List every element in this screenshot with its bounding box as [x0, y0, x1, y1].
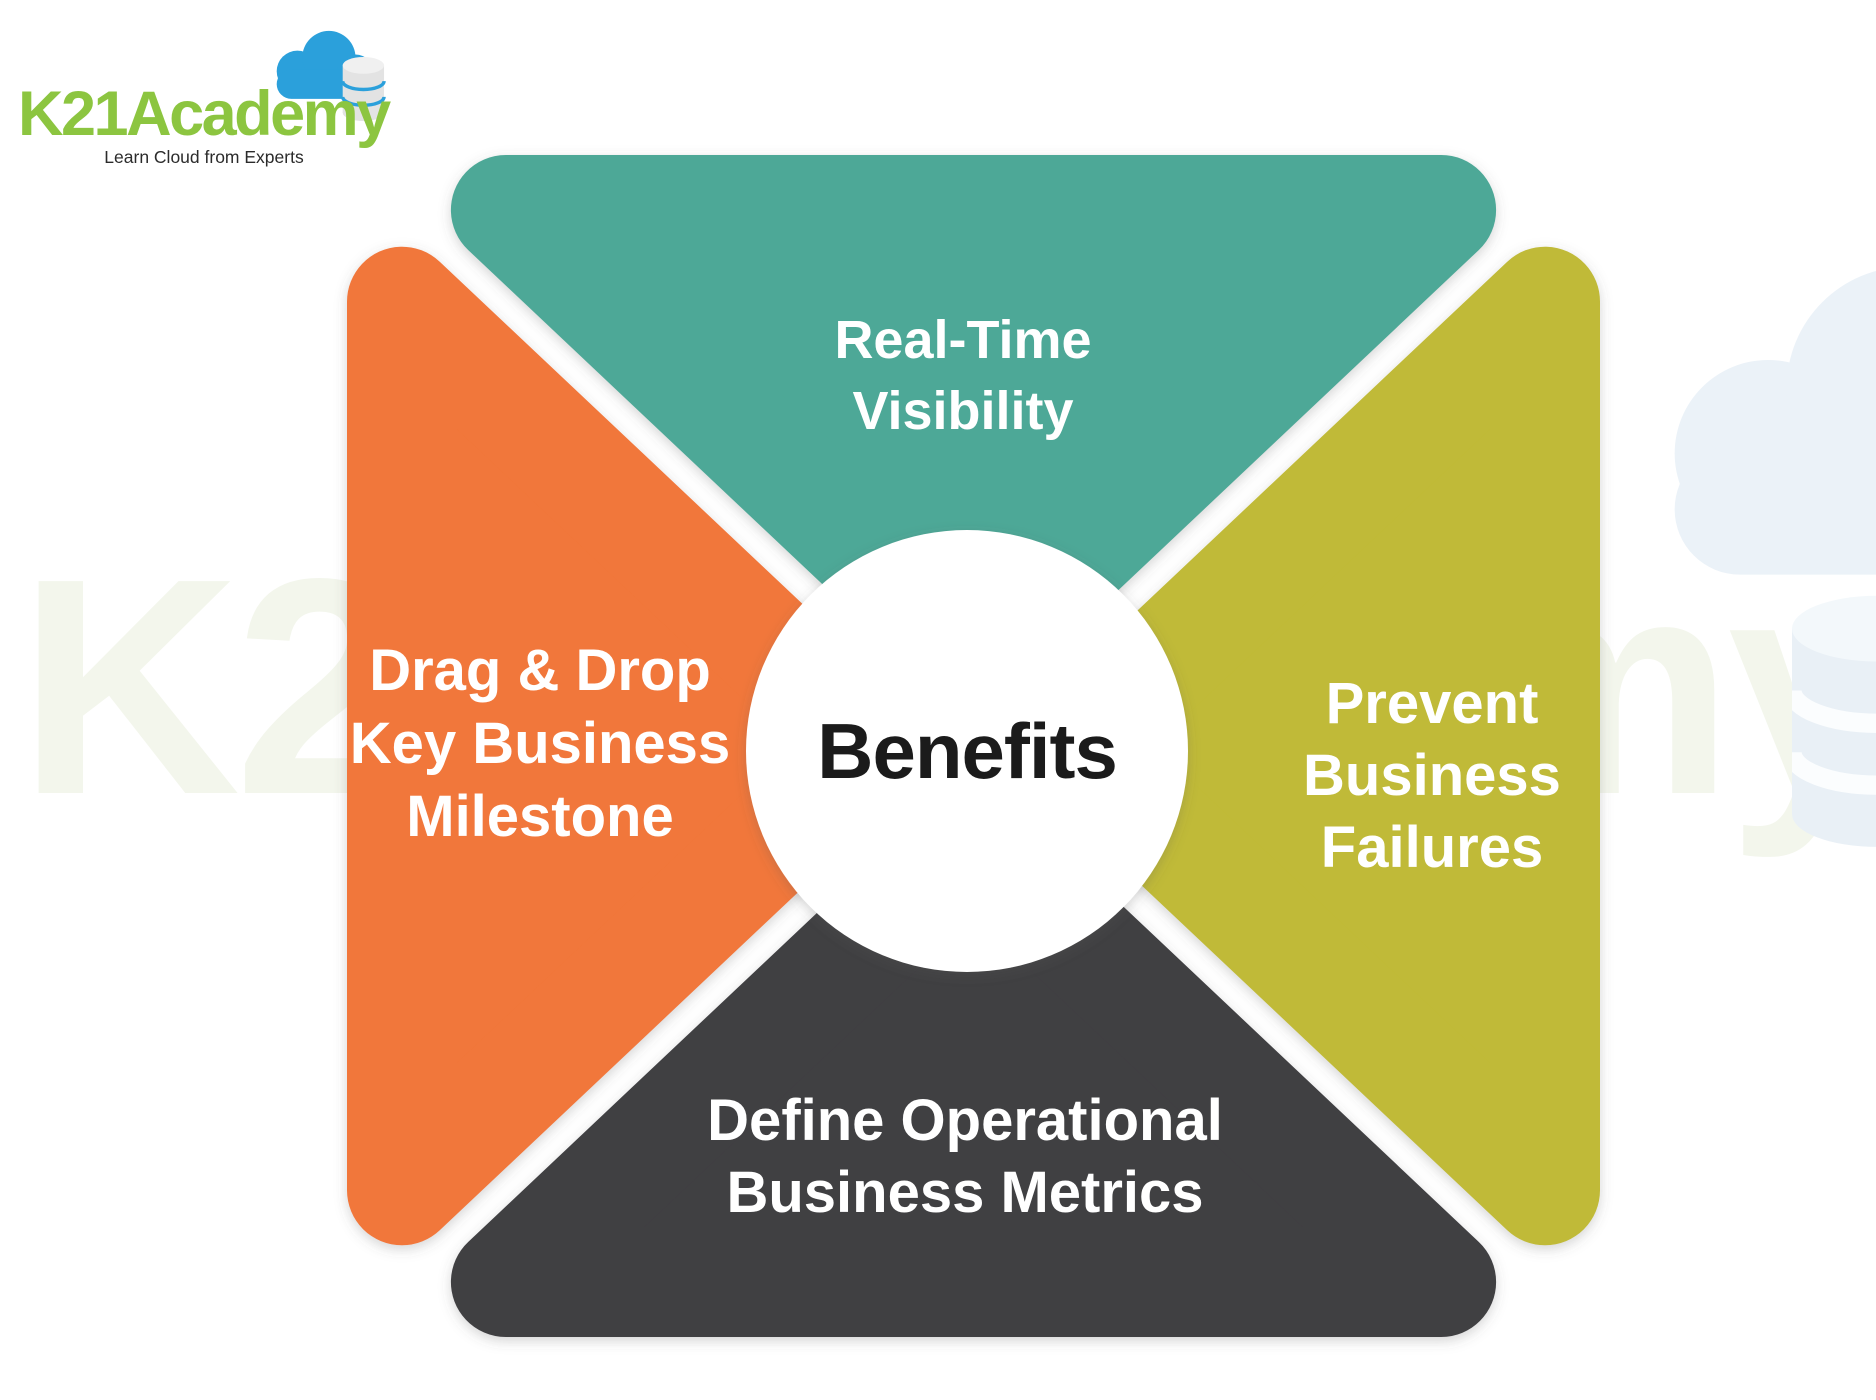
- watermark-database-icon: [1792, 595, 1876, 847]
- section-top-label: Real-Time Visibility: [663, 305, 1263, 447]
- section-top-shape: [450, 155, 1497, 707]
- logo-tagline: Learn Cloud from Experts: [104, 147, 304, 167]
- watermark-cloud-icon: [1674, 270, 1876, 575]
- logo-cloud-database-icon: [276, 30, 386, 122]
- label-line: Define Operational: [707, 1088, 1223, 1153]
- section-right-label: Prevent Business Failures: [1152, 668, 1712, 884]
- label-line: Business: [1303, 743, 1561, 808]
- label-line: Business Metrics: [726, 1160, 1204, 1225]
- label-line: Milestone: [406, 784, 674, 849]
- label-line: Drag & Drop: [369, 638, 711, 703]
- section-bottom-shape: [450, 785, 1497, 1337]
- label-line: Visibility: [852, 381, 1074, 441]
- label-line: Failures: [1320, 815, 1544, 880]
- center-circle: [746, 530, 1188, 972]
- center-label: Benefits: [817, 707, 1118, 795]
- section-left-label: Drag & Drop Key Business Milestone: [260, 634, 820, 853]
- label-line: Prevent: [1325, 671, 1539, 736]
- logo-title: K21Academy: [18, 79, 391, 149]
- section-left-shape: [347, 246, 928, 1246]
- section-right-shape: [1019, 246, 1600, 1246]
- section-bottom-label: Define Operational Business Metrics: [615, 1085, 1315, 1229]
- label-line: Key Business: [349, 711, 731, 776]
- label-line: Real-Time: [834, 310, 1092, 370]
